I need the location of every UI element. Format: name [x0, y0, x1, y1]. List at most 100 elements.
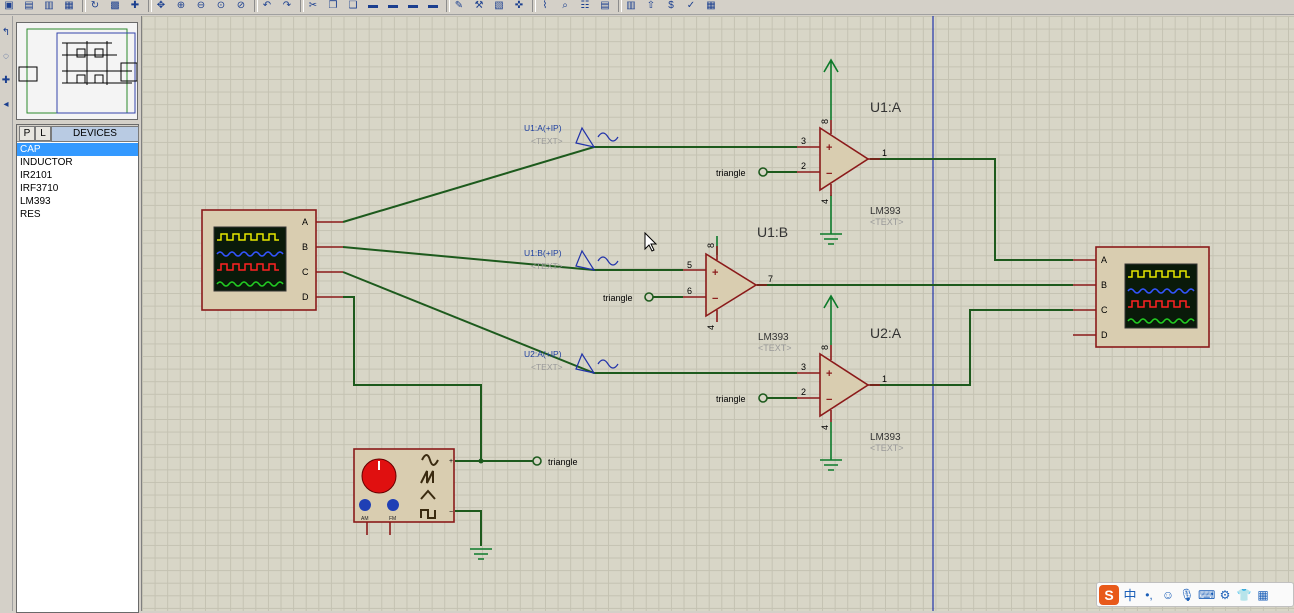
erc-icon[interactable]: ✓	[686, 0, 696, 11]
power-symbols	[470, 58, 842, 560]
zoom-in-icon[interactable]: ⊕	[176, 0, 186, 11]
shirt-icon[interactable]: 👕	[1236, 587, 1252, 602]
svg-text:<TEXT>: <TEXT>	[531, 136, 563, 146]
print-icon[interactable]: ▦	[64, 0, 74, 11]
decompose-icon[interactable]: ✜	[514, 0, 524, 11]
svg-text:2: 2	[801, 387, 806, 397]
property-assign-icon[interactable]: ☷	[580, 0, 590, 11]
zoom-area-icon[interactable]: ⊘	[236, 0, 246, 11]
redo-icon[interactable]: ↷	[282, 0, 292, 11]
block-delete-icon[interactable]: ▬	[428, 0, 438, 11]
svg-text:1: 1	[882, 148, 887, 158]
svg-text:<TEXT>: <TEXT>	[758, 343, 792, 353]
netlist-icon[interactable]: ▦	[706, 0, 716, 11]
import-icon[interactable]: ▥	[44, 0, 54, 11]
bom-icon[interactable]: $	[668, 0, 674, 11]
undo-icon[interactable]: ↶	[262, 0, 272, 11]
svg-text:6: 6	[687, 286, 692, 296]
make-device-icon[interactable]: ⚒	[474, 0, 484, 11]
mic-icon[interactable]: 🎙	[1179, 587, 1195, 602]
library-manager-button[interactable]: L	[35, 126, 51, 141]
svg-text:−: −	[449, 509, 453, 516]
toolbar-separator	[446, 0, 450, 12]
ime-toolbar[interactable]: S 中 •, ☺ 🎙 ⌨ ⚙ 👕 ▦	[1096, 582, 1294, 607]
search-tag-icon[interactable]: ⌕	[562, 0, 568, 11]
zoom-all-icon[interactable]: ⊙	[216, 0, 226, 11]
signal-generator: AM FM + −	[353, 448, 455, 535]
device-list-item[interactable]: LM393	[20, 196, 51, 207]
label-icon[interactable]: ◂	[3, 99, 9, 110]
svg-text:D: D	[1101, 330, 1108, 340]
svg-text:8: 8	[706, 243, 716, 248]
pick-icon[interactable]: ✎	[454, 0, 464, 11]
device-list-item[interactable]: RES	[20, 209, 41, 220]
block-rotate-icon[interactable]: ▬	[408, 0, 418, 11]
mode-toolbar: ↰ ◌ ✚ ◂	[0, 16, 13, 611]
packaging-icon[interactable]: ▧	[494, 0, 504, 11]
wire-autorouter-icon[interactable]: ⌇	[542, 0, 548, 11]
device-list-item[interactable]: IRF3710	[20, 183, 59, 194]
svg-text:<TEXT>: <TEXT>	[870, 217, 904, 227]
svg-text:B: B	[1101, 280, 1107, 290]
toolbox-icon[interactable]: ⚙	[1219, 587, 1231, 602]
opamp-u2a: + − U2:A 3 2 1 8 4 LM393 <TEXT>	[797, 325, 904, 453]
toolbar-separator	[532, 0, 536, 12]
block-copy-icon[interactable]: ▬	[368, 0, 378, 11]
overview-window[interactable]	[16, 22, 138, 120]
open-icon[interactable]: ▤	[24, 0, 34, 11]
svg-text:C: C	[302, 267, 309, 277]
main-toolbar: ▣ ▤ ▥ ▦ ↻ ▩ ✚ ✥ ⊕ ⊖ ⊙ ⊘ ↶ ↷ ✂ ❐ ❑ ▬ ▬ ▬ ▬ ✎ ⚒ ▧ ✜ ⌇ ⌕ ☷ ▤ ▥ ⇧ $ ✓ ▦	[0, 0, 1294, 15]
svg-text:−: −	[826, 168, 832, 180]
svg-text:LM393: LM393	[870, 432, 901, 443]
svg-text:3: 3	[801, 136, 806, 146]
junction-icon[interactable]: ✚	[1, 75, 11, 86]
grid-icon[interactable]: ▩	[110, 0, 120, 11]
component-icon[interactable]: ◌	[3, 51, 9, 62]
svg-text:+: +	[449, 458, 453, 465]
ime-language[interactable]: 中	[1123, 588, 1137, 603]
pan-icon[interactable]: ✥	[156, 0, 166, 11]
toolbar-separator	[618, 0, 622, 12]
copy-icon[interactable]: ❐	[328, 0, 338, 11]
keyboard-icon[interactable]: ⌨	[1198, 587, 1216, 602]
svg-text:triangle: triangle	[548, 457, 578, 467]
toolbar-separator	[300, 0, 304, 12]
toolbar-separator	[82, 0, 86, 12]
toolbar-separator	[148, 0, 152, 12]
junction-dot	[478, 458, 484, 464]
svg-text:AM: AM	[361, 516, 369, 522]
paste-icon[interactable]: ❑	[348, 0, 358, 11]
devices-title: DEVICES	[51, 126, 139, 142]
arrow-icon[interactable]: ↰	[1, 27, 11, 38]
emoji-icon[interactable]: ☺	[1161, 587, 1175, 602]
svg-text:4: 4	[706, 325, 716, 330]
grid-icon[interactable]: ▦	[1257, 587, 1269, 602]
device-list-item[interactable]: CAP	[17, 143, 138, 156]
opamp-u1a: + − U1:A 3 2 1 8 4 LM393 <TEXT>	[797, 99, 904, 227]
sogou-logo-icon[interactable]: S	[1099, 584, 1119, 605]
svg-text:4: 4	[820, 425, 830, 430]
new-sheet-icon[interactable]: ▤	[600, 0, 610, 11]
svg-text:U1:B: U1:B	[757, 224, 788, 240]
svg-text:<TEXT>: <TEXT>	[531, 261, 563, 271]
device-list-item[interactable]: INDUCTOR	[20, 157, 73, 168]
zoom-out-icon[interactable]: ⊖	[196, 0, 206, 11]
exit-to-parent-icon[interactable]: ⇧	[646, 0, 656, 11]
wires	[342, 146, 1073, 546]
cut-icon[interactable]: ✂	[308, 0, 318, 11]
block-move-icon[interactable]: ▬	[388, 0, 398, 11]
svg-text:triangle: triangle	[716, 394, 746, 404]
remove-sheet-icon[interactable]: ▥	[626, 0, 636, 11]
devices-panel-header: P L DEVICES	[17, 125, 139, 142]
punct-icon[interactable]: •,	[1145, 587, 1153, 602]
origin-icon[interactable]: ✚	[130, 0, 140, 11]
pick-devices-button[interactable]: P	[19, 126, 35, 141]
svg-text:+: +	[826, 142, 832, 154]
refresh-icon[interactable]: ↻	[90, 0, 100, 11]
save-icon[interactable]: ▣	[4, 0, 14, 11]
svg-text:LM393: LM393	[758, 332, 789, 343]
device-list-item[interactable]: IR2101	[20, 170, 53, 181]
svg-text:U2:A: U2:A	[870, 325, 902, 341]
